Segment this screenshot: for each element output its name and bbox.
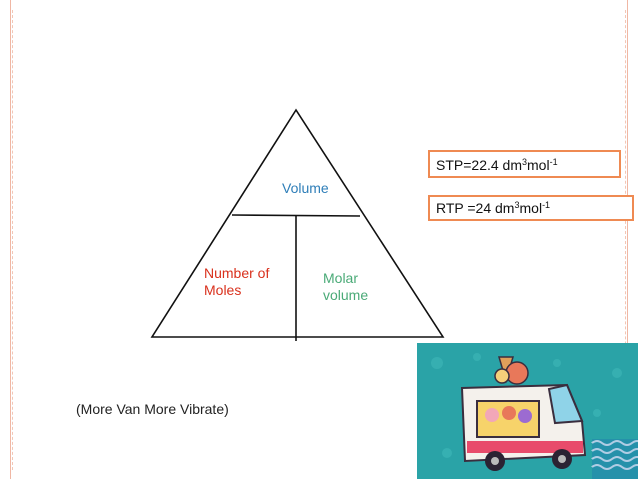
ice-cream-truck-icon — [417, 343, 638, 479]
triangle-outline — [150, 108, 445, 338]
stp-text-mid: mol — [527, 157, 550, 173]
stp-sup-minus1: -1 — [549, 157, 558, 167]
slide-border — [12, 10, 626, 470]
horizontal-divider — [231, 214, 361, 217]
rtp-box: RTP =24 dm3mol-1 — [428, 195, 634, 221]
rtp-sup-minus1: -1 — [542, 200, 551, 210]
number-of-moles-label: Number of Moles — [204, 265, 270, 298]
rtp-sup-3: 3 — [514, 200, 520, 210]
rtp-text-pre: RTP =24 dm — [436, 200, 515, 216]
stp-text-pre: STP=22.4 dm — [436, 157, 522, 173]
stp-sup-3: 3 — [522, 157, 528, 167]
volume-label: Volume — [282, 180, 329, 196]
mnemonic-note: (More Van More Vibrate) — [76, 401, 229, 417]
molar-volume-label: Molar volume — [323, 270, 369, 303]
rtp-text-mid: mol — [519, 200, 543, 216]
stp-box: STP=22.4 dm3mol-1 — [428, 150, 621, 178]
right-frame-bar — [627, 0, 638, 479]
left-frame-bar — [0, 0, 11, 479]
